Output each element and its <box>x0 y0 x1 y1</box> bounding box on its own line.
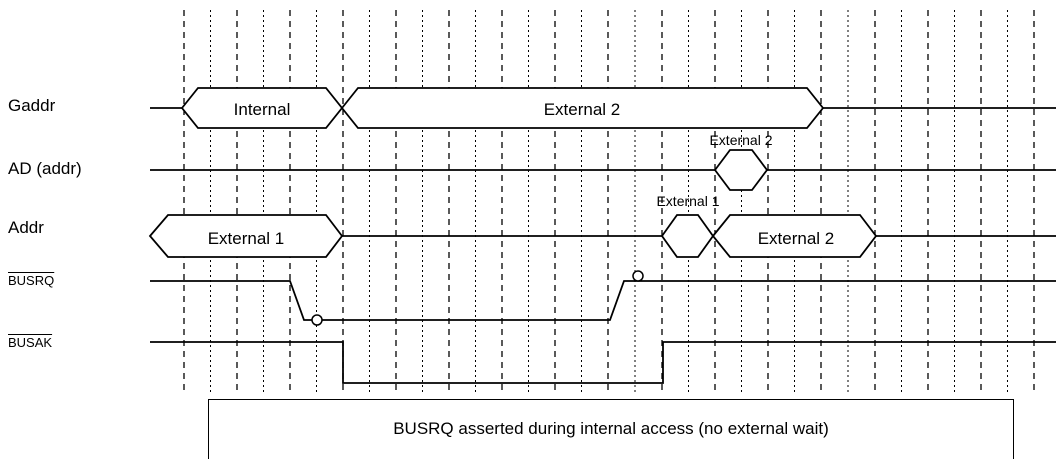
addr-external2-label: External 2 <box>758 229 835 248</box>
gaddr-internal-label: Internal <box>234 100 291 119</box>
busrq-assert-marker <box>311 314 323 326</box>
caption-text: BUSRQ asserted during internal access (n… <box>393 419 829 438</box>
signal-label-ad-addr: AD (addr) <box>8 159 82 178</box>
busrq-waveform <box>150 280 1056 321</box>
addr-external1-label: External 1 <box>208 229 285 248</box>
gaddr-waveform <box>150 87 1056 129</box>
ad-addr-waveform <box>150 149 1056 191</box>
signal-label-gaddr: Gaddr <box>8 96 56 115</box>
ad-external2-label: External 2 <box>709 132 772 148</box>
busrq-release-marker <box>632 270 644 282</box>
addr-external1-small-label: External 1 <box>656 193 719 209</box>
signal-label-busak: BUSAK <box>8 335 53 350</box>
caption-box: BUSRQ asserted during internal access (n… <box>208 399 1014 459</box>
clock-gridlines <box>183 10 1035 395</box>
busak-waveform <box>150 341 1056 384</box>
signal-label-addr: Addr <box>8 218 44 237</box>
signal-label-busrq: BUSRQ <box>8 273 55 288</box>
gaddr-external2-label: External 2 <box>544 100 621 119</box>
addr-waveform <box>148 214 1056 258</box>
